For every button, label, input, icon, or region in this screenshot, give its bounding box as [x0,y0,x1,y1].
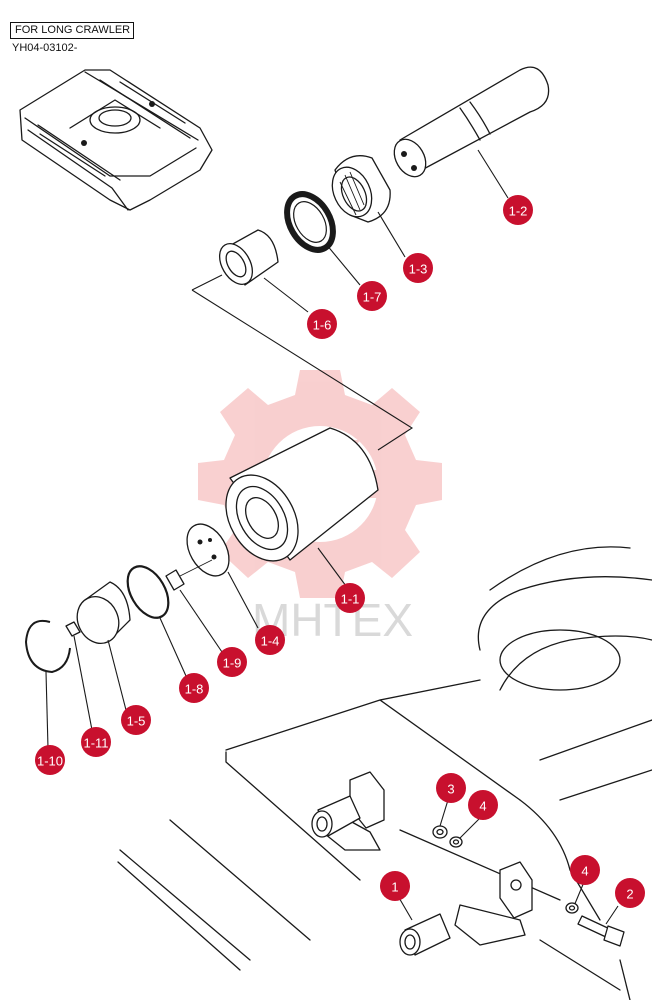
callout-3: 3 [436,773,466,803]
part-1-1-roller [225,427,379,562]
callout-badge-circle [570,855,600,885]
callout-label: 1-1 [341,592,360,607]
part-1-4-plate [179,523,230,577]
callout-1-10: 1-10 [35,745,65,775]
callout-label: 1-7 [363,290,382,305]
callout-label: 1-6 [313,318,332,333]
callout-badge-circle [503,195,533,225]
callout-badge-circle [436,773,466,803]
callout-badge-circle [468,790,498,820]
callout-label: 2 [626,887,633,902]
callout-label: 1-11 [83,736,108,751]
callout-label: 1-8 [185,682,204,697]
callout-badge-circle [403,253,433,283]
callout-badge-circle [307,309,337,339]
callout-1-9: 1-9 [217,647,247,677]
callout-1-5: 1-5 [121,705,151,735]
callout-badge-circle [357,281,387,311]
part-1-6-bushing [218,229,279,286]
callout-badge-circle [335,583,365,613]
main-frame-assembly [117,546,652,1000]
part-1-2-shaft [393,66,550,178]
part-1-10-snap-ring [24,620,71,674]
header-box-label: FOR LONG CRAWLER [10,22,134,39]
callout-label: 1-4 [261,634,280,649]
part-1-7-seal [284,191,336,253]
callout-badge-circle [217,647,247,677]
callout-1-11: 1-11 [81,727,111,757]
part-1-3-collar [331,155,391,223]
callout-badge-circle [255,625,285,655]
callout-label: 1-3 [409,262,428,277]
callout-1: 1 [380,871,410,901]
callout-1-1: 1-1 [335,583,365,613]
drawing-code: YH04-03102- [12,42,78,54]
leader-lines [45,149,619,925]
callout-1-3: 1-3 [403,253,433,283]
callout-1-2: 1-2 [503,195,533,225]
callout-4a: 4 [468,790,498,820]
callout-badge-circle [615,878,645,908]
callout-label: 1-10 [37,754,63,769]
part-1-9-bolt [165,569,185,591]
part-1-11-plug [65,621,81,637]
part-1-5-cover [76,581,131,644]
callout-badge-circle [121,705,151,735]
callout-1-8: 1-8 [179,673,209,703]
callout-badges: 1-2 1-3 1-7 1-6 1-1 1-4 1-9 1-8 1-5 1-11 1-10 3 4 4 1 2 [35,195,645,908]
callout-label: 1-9 [223,656,242,671]
callout-1-7: 1-7 [357,281,387,311]
callout-badge-circle [81,727,111,757]
callout-1-4: 1-4 [255,625,285,655]
callout-1-6: 1-6 [307,309,337,339]
callout-label: 1-2 [509,204,528,219]
callout-label: 4 [581,864,588,879]
group-bracket-line [191,274,414,451]
callout-badge-circle [35,745,65,775]
callout-label: 1-5 [127,714,146,729]
callout-label: 1 [391,880,398,895]
callout-badge-circle [380,871,410,901]
callout-badge-circle [179,673,209,703]
callout-4b: 4 [570,855,600,885]
part-1-8-o-ring [126,565,170,619]
callout-label: 3 [447,782,454,797]
crawler-frame-inset [19,69,213,211]
callout-label: 4 [479,799,486,814]
callout-2: 2 [615,878,645,908]
